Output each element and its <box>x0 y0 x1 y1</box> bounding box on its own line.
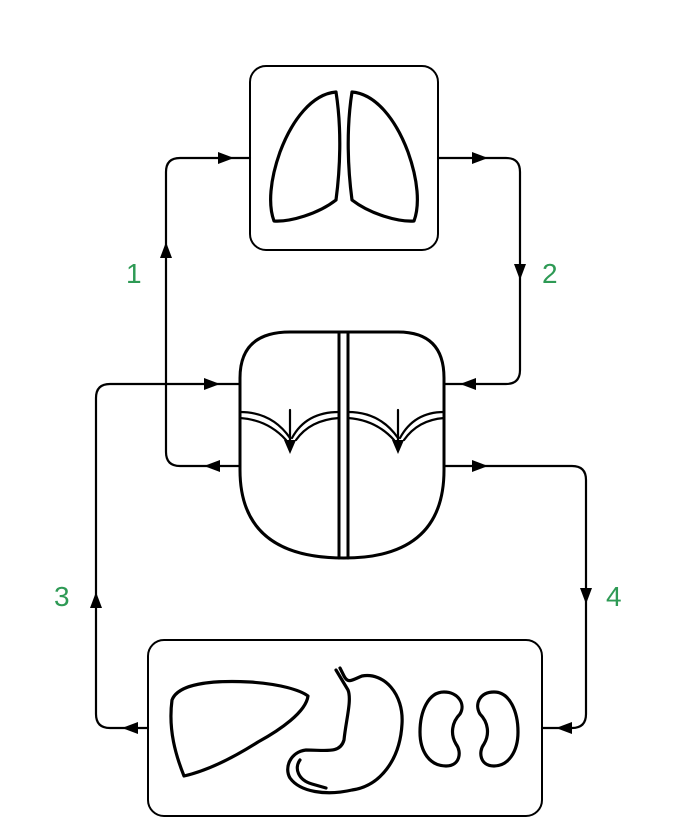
lungs-box <box>249 65 439 251</box>
arrow-down-4 <box>580 588 592 604</box>
step-label-1: 1 <box>126 258 142 289</box>
arrow-into-heart-2 <box>460 378 476 390</box>
arrow-up-1 <box>160 242 172 258</box>
arrow-up-3 <box>90 592 102 608</box>
liver-icon <box>169 679 310 778</box>
arrow-out-organs <box>122 722 138 734</box>
connector-heart-to-lungs <box>160 152 252 472</box>
lungs-icon <box>269 90 419 223</box>
left-valve-icon <box>238 408 341 454</box>
connector-lungs-to-heart <box>436 152 526 390</box>
arrow-down-2 <box>514 264 526 280</box>
arrow-out-heart-1 <box>204 460 220 472</box>
connector-organs-to-heart <box>90 378 242 734</box>
step-label-4: 4 <box>606 581 622 612</box>
arrow-into-organs <box>556 722 572 734</box>
step-label-3: 3 <box>54 581 70 612</box>
heart-icon <box>238 330 446 560</box>
right-valve-icon <box>346 408 446 454</box>
arrow-out-heart-4 <box>472 460 488 472</box>
arrow-into-heart-3 <box>204 378 220 390</box>
arrow-into-lungs <box>218 152 234 164</box>
connector-heart-to-organs <box>442 460 592 734</box>
kidneys-icon <box>418 690 520 768</box>
arrow-out-lungs <box>472 152 488 164</box>
organs-box <box>147 639 543 817</box>
stomach-icon <box>286 666 404 795</box>
step-label-2: 2 <box>542 258 558 289</box>
